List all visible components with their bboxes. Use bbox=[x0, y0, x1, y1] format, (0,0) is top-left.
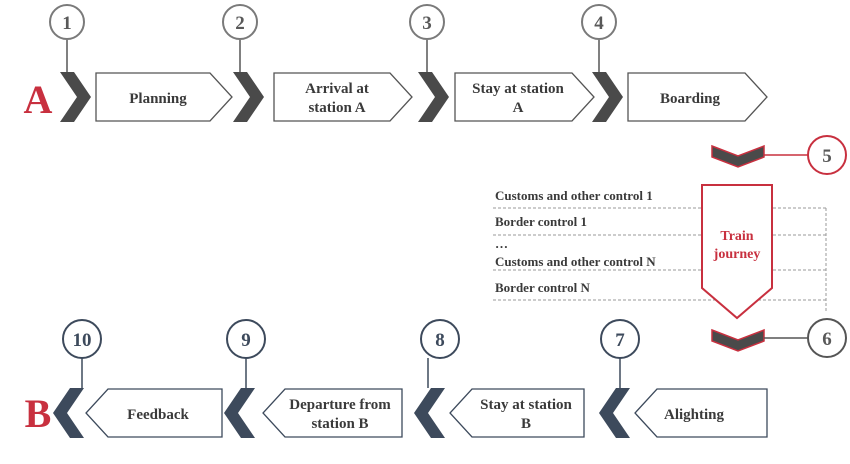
step-box bbox=[95, 72, 233, 122]
step-chevron bbox=[414, 388, 445, 438]
step-number-circle bbox=[409, 4, 445, 40]
step-label-line1: Feedback bbox=[127, 407, 189, 423]
control-item: … bbox=[495, 236, 508, 251]
rail-a-label: A bbox=[24, 77, 53, 122]
step-chevron bbox=[60, 72, 91, 122]
step-number-circle bbox=[581, 4, 617, 40]
journey-label-line1: Train bbox=[720, 229, 753, 244]
step-box bbox=[627, 72, 768, 122]
step-box bbox=[634, 388, 768, 438]
step-8: 8 Stay at station B bbox=[414, 319, 585, 438]
step-box bbox=[85, 388, 223, 438]
step-label-line1: Boarding bbox=[660, 91, 721, 107]
step-label-line1: Alighting bbox=[664, 407, 725, 423]
step-label-line1: Arrival at bbox=[305, 81, 369, 97]
step-label-line2: station B bbox=[311, 416, 368, 432]
step-3: 3 Stay at station A bbox=[409, 4, 595, 122]
down-chevron-icon bbox=[711, 328, 765, 352]
step-1: 1 Planning bbox=[49, 4, 233, 122]
step-number-circle bbox=[420, 319, 460, 359]
step-number-circle bbox=[49, 4, 85, 40]
step-number-circle bbox=[807, 135, 847, 175]
step-number: 10 bbox=[73, 330, 92, 351]
train-journey-arrow: Train journey bbox=[701, 184, 773, 320]
step-10: 10 Feedback bbox=[53, 319, 223, 438]
control-item: Customs and other control N bbox=[495, 254, 656, 269]
step-box bbox=[454, 72, 595, 122]
step-number: 7 bbox=[615, 330, 625, 351]
step-number: 2 bbox=[235, 13, 245, 34]
control-item: Customs and other control 1 bbox=[495, 188, 653, 203]
step-number: 1 bbox=[62, 13, 72, 34]
step-box bbox=[273, 72, 413, 122]
step-9: 9 Departure from station B bbox=[224, 319, 403, 438]
step-4: 4 Boarding bbox=[581, 4, 768, 122]
step-chevron bbox=[592, 72, 623, 122]
down-chevron-icon bbox=[711, 144, 765, 168]
step-chevron bbox=[418, 72, 449, 122]
step-chevron bbox=[233, 72, 264, 122]
step-2: 2 Arrival at station A bbox=[222, 4, 413, 122]
step-number: 9 bbox=[241, 330, 251, 351]
control-item: Border control N bbox=[495, 280, 590, 295]
step-number: 6 bbox=[822, 329, 832, 350]
step-box bbox=[449, 388, 585, 438]
step-label-line1: Stay at station bbox=[480, 397, 572, 413]
step-number: 4 bbox=[594, 13, 604, 34]
control-item: Border control 1 bbox=[495, 214, 587, 229]
step-label-line1: Departure from bbox=[289, 397, 391, 413]
step-chevron bbox=[53, 388, 84, 438]
step-label-line2: B bbox=[521, 416, 531, 432]
journey-label-line2: journey bbox=[713, 247, 761, 262]
step-number-circle bbox=[807, 318, 847, 358]
journey-end: 6 bbox=[711, 318, 847, 358]
step-number: 5 bbox=[822, 146, 832, 167]
step-label-line2: A bbox=[513, 100, 524, 116]
step-label-line2: station A bbox=[308, 100, 365, 116]
step-chevron bbox=[224, 388, 255, 438]
step-number: 3 bbox=[422, 13, 432, 34]
rail-b-label: B bbox=[25, 391, 52, 436]
step-label-line1: Planning bbox=[129, 91, 187, 107]
step-number-circle bbox=[222, 4, 258, 40]
step-7: 7 Alighting bbox=[599, 319, 768, 438]
step-box bbox=[262, 388, 403, 438]
step-number: 8 bbox=[435, 330, 445, 351]
step-chevron bbox=[599, 388, 630, 438]
step-label-line1: Stay at station bbox=[472, 81, 564, 97]
journey-start: 5 bbox=[711, 135, 847, 175]
